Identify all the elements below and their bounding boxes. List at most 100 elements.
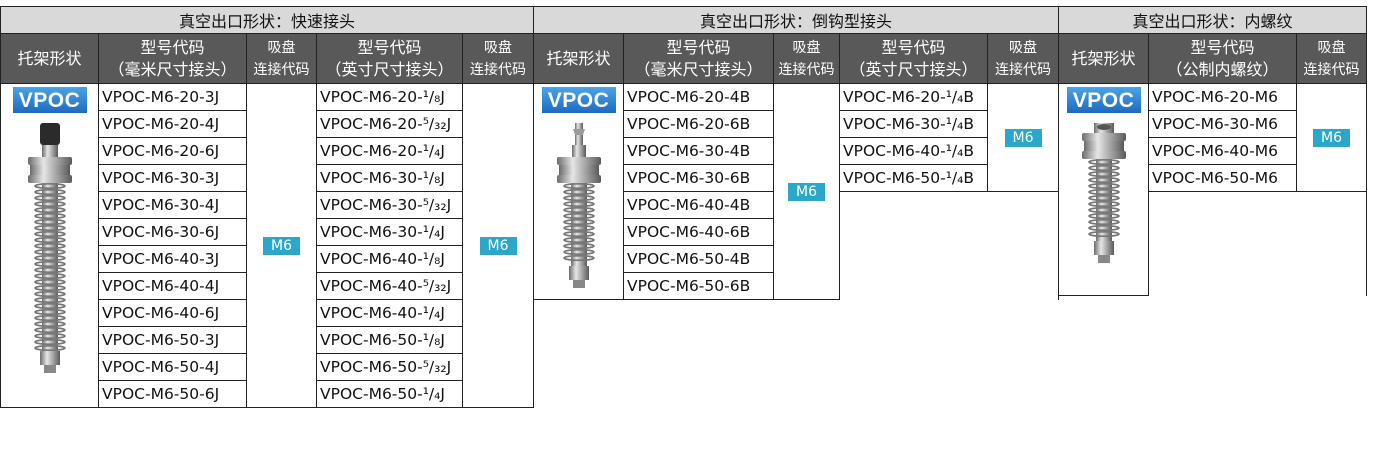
model-code-inch: VPOC-M6-50-¹/₄B xyxy=(839,164,988,192)
model-code-metric: VPOC-M6-20-4J xyxy=(98,110,247,138)
table-row: VPOC-M6-40-4B xyxy=(534,191,1060,300)
model-code-metric: VPOC-M6-40-3J xyxy=(98,245,247,273)
table-row: VPOC-M6-40-3J VPOC-M6-40-¹/₈J xyxy=(1,245,534,273)
model-code-inch: VPOC-M6-20-¹/₄B xyxy=(839,83,988,111)
header-label: 吸盘连接代码 xyxy=(253,39,310,78)
header-label: 吸盘连接代码 xyxy=(778,39,835,78)
bracket-photo-icon xyxy=(556,123,601,288)
pad-code-cell: M6 xyxy=(773,83,840,300)
header-pad-code: 吸盘连接代码 xyxy=(986,33,1060,84)
model-code-metric: VPOC-M6-40-6B xyxy=(623,218,774,246)
table-row: VPOC-M6-50-M6 xyxy=(1059,164,1367,192)
model-code-metric: VPOC-M6-30-6J xyxy=(98,218,247,246)
header-bracket-shape: 托架形状 xyxy=(533,33,624,84)
model-code-inch: VPOC-M6-20-¹/₄J xyxy=(316,137,463,165)
table-row xyxy=(1059,191,1367,296)
bracket-shape-cell: VPOC xyxy=(1058,83,1149,296)
bracket-photo-icon xyxy=(1081,123,1126,263)
pad-code-cell: M6 xyxy=(246,83,317,408)
model-code-metric: VPOC-M6-30-4B xyxy=(623,137,774,165)
model-code-metric: VPOC-M6-40-4J xyxy=(98,272,247,300)
pad-code-badge: M6 xyxy=(1004,129,1042,147)
header-label: 吸盘连接代码 xyxy=(1303,39,1360,78)
header-label: 型号代码（英寸尺寸接头） xyxy=(849,37,978,79)
section-title: 真空出口形状：内螺纹 xyxy=(1058,6,1367,34)
model-code-metric: VPOC-M6-30-4J xyxy=(98,191,247,219)
header-label: 型号代码（毫米尺寸接头） xyxy=(634,37,763,79)
model-code-metric: VPOC-M6-30-M6 xyxy=(1148,110,1297,138)
model-code-metric: VPOC-M6-30-3J xyxy=(98,164,247,192)
model-code-inch: VPOC-M6-30-¹/₄J xyxy=(316,218,463,246)
header-label: 型号代码（公制内螺纹） xyxy=(1166,37,1279,79)
table-row: VPOC VPOC-M6-20-4B M6 VPOC-M6-20-¹/₄B M6 xyxy=(533,83,1060,300)
header-label: 型号代码（毫米尺寸接头） xyxy=(108,37,237,79)
header-pad-code: 吸盘连接代码 xyxy=(1296,33,1367,84)
model-code-metric: VPOC-M6-30-6B xyxy=(623,164,774,192)
header-metric-model: 型号代码（毫米尺寸接头） xyxy=(98,33,247,84)
table-row: VPOC-M6-20-6B VPOC-M6-30-¹/₄B xyxy=(534,110,1059,138)
header-label: 托架形状 xyxy=(546,48,611,68)
vpoc-logo: VPOC xyxy=(541,87,616,113)
pad-code-badge: M6 xyxy=(1313,129,1350,147)
bracket-photo-icon xyxy=(27,123,72,373)
section-title: 真空出口形状：倒钩型接头 xyxy=(532,6,1060,34)
model-code-metric: VPOC-M6-20-3J xyxy=(98,83,247,111)
model-code-inch: VPOC-M6-30-¹/₈J xyxy=(316,164,463,192)
model-code-metric: VPOC-M6-20-4B xyxy=(623,83,774,111)
table-row: VPOC-M6-20-6J VPOC-M6-20-¹/₄J xyxy=(1,137,534,165)
model-code-inch: VPOC-M6-40-⁵/₃₂J xyxy=(316,272,463,300)
pad-code-badge: M6 xyxy=(788,183,825,201)
header-bracket-shape: 托架形状 xyxy=(0,33,99,84)
section-title: 真空出口形状：快速接头 xyxy=(0,6,535,34)
header-label: 吸盘连接代码 xyxy=(995,39,1052,78)
model-code-inch: VPOC-M6-30-¹/₄B xyxy=(839,110,988,138)
model-code-metric: VPOC-M6-50-3J xyxy=(98,326,247,354)
table-row: VPOC-M6-50-3J VPOC-M6-50-¹/₈J xyxy=(1,326,534,354)
model-code-inch: VPOC-M6-30-⁵/₃₂J xyxy=(316,191,463,219)
bracket-shape-cell: VPOC xyxy=(533,83,624,300)
table-barb-connector: 真空出口形状：倒钩型接头 托架形状 型号代码（毫米尺寸接头） 吸盘连接代码 型号… xyxy=(532,6,1060,300)
pad-code-badge: M6 xyxy=(479,237,517,255)
header-label: 托架形状 xyxy=(17,48,82,68)
model-code-metric: VPOC-M6-50-6B xyxy=(623,272,774,300)
header-label: 托架形状 xyxy=(1071,48,1136,68)
model-code-metric: VPOC-M6-20-6B xyxy=(623,110,774,138)
pad-code-cell: M6 xyxy=(986,83,1060,192)
header-pad-code: 吸盘连接代码 xyxy=(773,33,840,84)
model-code-metric: VPOC-M6-50-4B xyxy=(623,245,774,273)
model-code-metric: VPOC-M6-50-4J xyxy=(98,353,247,381)
model-code-inch: VPOC-M6-40-¹/₈J xyxy=(316,245,463,273)
model-code-metric: VPOC-M6-20-6J xyxy=(98,137,247,165)
pad-code-cell: M6 xyxy=(461,83,535,408)
header-label: 型号代码（英寸尺寸接头） xyxy=(325,37,454,79)
table-row: VPOC-M6-30-M6 xyxy=(1059,110,1367,138)
model-code-metric: VPOC-M6-20-M6 xyxy=(1148,83,1297,111)
header-pad-code: 吸盘连接代码 xyxy=(246,33,317,84)
pad-code-badge: M6 xyxy=(263,237,300,255)
model-code-metric: VPOC-M6-40-M6 xyxy=(1148,137,1297,165)
empty-cell xyxy=(1148,191,1367,296)
table-quick-connector: 真空出口形状：快速接头 托架形状 型号代码（毫米尺寸接头） 吸盘连接代码 型号代… xyxy=(0,6,535,408)
model-code-inch: VPOC-M6-40-¹/₄J xyxy=(316,299,463,327)
empty-cell xyxy=(838,191,1060,300)
table-row: VPOC-M6-30-4J VPOC-M6-30-⁵/₃₂J xyxy=(1,191,534,219)
pad-code-cell: M6 xyxy=(1296,83,1367,192)
table-row: VPOC-M6-40-6B xyxy=(534,218,1059,246)
table-row: VPOC-M6-50-6B xyxy=(534,272,1059,300)
vpoc-logo: VPOC xyxy=(1066,87,1141,113)
header-pad-code: 吸盘连接代码 xyxy=(461,33,535,84)
table-row: VPOC-M6-30-3J VPOC-M6-30-¹/₈J xyxy=(1,164,534,192)
table-row: VPOC-M6-40-4J VPOC-M6-40-⁵/₃₂J xyxy=(1,272,534,300)
header-bracket-shape: 托架形状 xyxy=(1058,33,1149,84)
model-code-inch: VPOC-M6-50-⁵/₃₂J xyxy=(316,353,463,381)
model-code-inch: VPOC-M6-50-¹/₈J xyxy=(316,326,463,354)
bracket-shape-cell: VPOC xyxy=(0,83,99,408)
model-code-metric: VPOC-M6-40-4B xyxy=(623,191,774,219)
